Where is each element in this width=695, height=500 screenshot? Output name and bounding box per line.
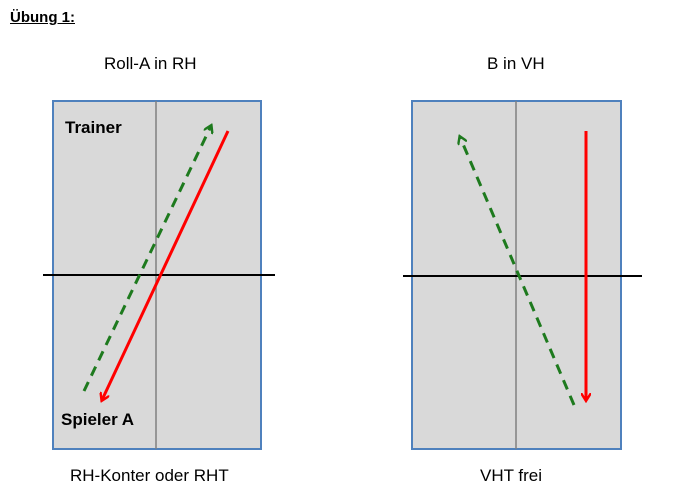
table-1-return-path xyxy=(82,126,211,392)
exercise-heading: Übung 1: xyxy=(10,9,75,26)
table-2-return-path xyxy=(460,137,576,406)
table-2 xyxy=(403,100,642,450)
player-a-label: Spieler A xyxy=(61,410,134,429)
table-1-ball-path xyxy=(102,130,230,400)
exercise-1-caption: RH-Konter oder RHT xyxy=(70,466,229,485)
exercise-2-title: B in VH xyxy=(487,54,545,73)
table-1: Trainer Spieler A xyxy=(43,100,275,450)
exercise-1-title: Roll-A in RH xyxy=(104,54,197,73)
exercise-2-caption: VHT frei xyxy=(480,466,543,485)
trainer-label: Trainer xyxy=(65,118,122,137)
